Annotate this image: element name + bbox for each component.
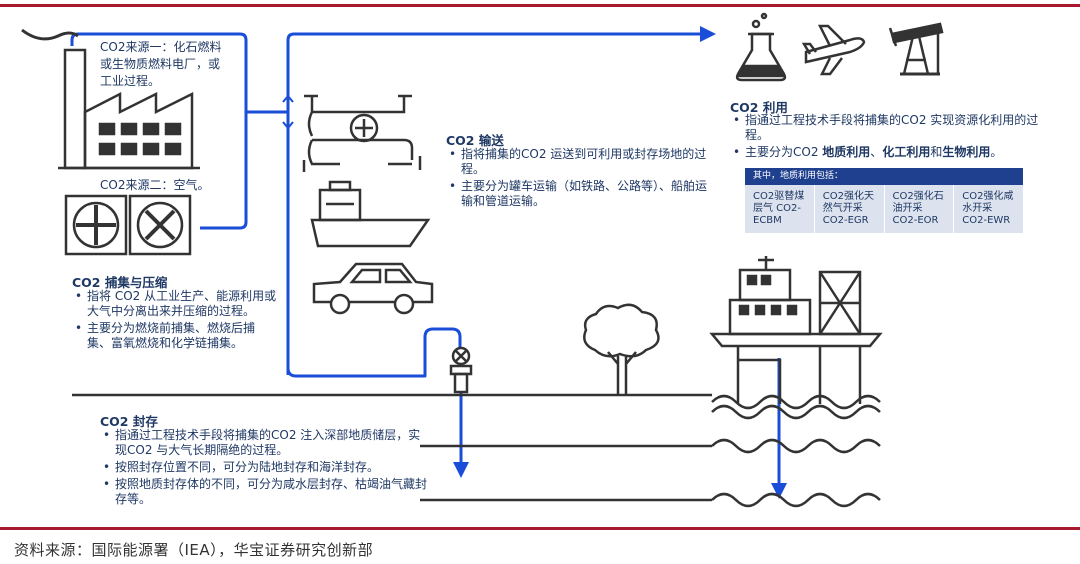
capture-bullets: 指将 CO2 从工业生产、能源利用或大气中分离出来并压缩的过程。 主要分为燃烧前… <box>72 289 278 353</box>
table-cell-ecbm: CO2驱替煤层气 CO2-ECBM <box>745 185 815 233</box>
table-cell-ewr: CO2强化咸水开采 CO2-EWR <box>962 191 1014 226</box>
capture-source1-line2: 或生物质燃料电厂，或 <box>100 57 221 71</box>
air-capture-fans-icon <box>64 194 192 256</box>
table-header: 其中，地质利用包括： <box>745 168 1023 185</box>
utilization-geological: 地质利用 <box>822 145 871 159</box>
utilization-end: 。 <box>990 145 1003 159</box>
utilization-bullet2-prefix: 主要分为CO2 <box>745 145 823 159</box>
flow-line-trunk <box>286 32 706 375</box>
utilization-bullet: 主要分为CO2 地质利用、化工利用和生物利用。 <box>730 145 1040 160</box>
source-footer: 资料来源：国际能源署（IEA），华宝证券研究创新部 <box>14 541 374 559</box>
factory-icon <box>21 28 200 170</box>
storage-arrow-onshore <box>453 462 469 478</box>
utilization-bullet: 指通过工程技术手段将捕集的CO2 实现资源化利用的过程。 <box>730 113 1040 143</box>
capture-title: CO2 捕集与压缩 <box>72 275 168 290</box>
ground-and-sea <box>72 393 881 508</box>
transport-title: CO2 输送 <box>446 133 504 148</box>
offshore-platform-icon <box>709 256 883 404</box>
sea-wave-3 <box>711 438 881 454</box>
capture-bullet: 主要分为燃烧前捕集、燃烧后捕集、富氧燃烧和化学链捕集。 <box>72 321 278 351</box>
flask-icon <box>735 12 787 82</box>
table-row: CO2驱替煤层气 CO2-ECBM CO2强化天然气开采 CO2-EGR CO2… <box>745 185 1023 233</box>
utilization-chemical: 化工利用 <box>882 145 931 159</box>
utilization-bullets: 指通过工程技术手段将捕集的CO2 实现资源化利用的过程。 主要分为CO2 地质利… <box>730 113 1040 162</box>
sea-wave-1 <box>711 394 881 410</box>
oil-pump-jack-icon <box>888 22 944 76</box>
sea-wave-4 <box>711 492 881 508</box>
utilization-sep2: 和 <box>930 145 943 159</box>
tree-icon <box>583 303 660 394</box>
transport-bullets: 指将捕集的CO2 运送到可利用或封存场地的过程。 主要分为罐车运输（如铁路、公路… <box>446 147 708 211</box>
storage-bullet: 指通过工程技术手段将捕集的CO2 注入深部地质储层，实现CO2 与大气长期隔绝的… <box>100 428 430 458</box>
storage-bullet: 按照地质封存体的不同，可分为咸水层封存、枯竭油气藏封存等。 <box>100 477 430 507</box>
top-rule <box>0 4 1080 7</box>
flow-line-source1 <box>70 32 248 112</box>
flow-lines <box>70 32 706 378</box>
capture-source1-line1: CO2来源一：化石燃料 <box>100 40 222 54</box>
flow-line-source2 <box>200 112 248 230</box>
car-icon <box>312 262 434 315</box>
storage-bullet: 按照封存位置不同，可分为陆地封存和海洋封存。 <box>100 460 430 475</box>
storage-bullets: 指通过工程技术手段将捕集的CO2 注入深部地质储层，实现CO2 与大气长期隔绝的… <box>100 428 430 509</box>
wellhead-icon <box>449 346 473 394</box>
capture-bullet: 指将 CO2 从工业生产、能源利用或大气中分离出来并压缩的过程。 <box>72 289 278 319</box>
table-cell-egr: CO2强化天然气开采 CO2-EGR <box>815 185 885 233</box>
junction-chevrons <box>282 94 294 130</box>
transport-bullet: 主要分为罐车运输（如铁路、公路等）、船舶运输和管道运输。 <box>446 179 708 209</box>
flow-line-bottom <box>286 327 462 378</box>
utilization-biological: 生物利用 <box>942 145 991 159</box>
storage-arrow-offshore <box>771 483 787 499</box>
utilization-sep1: 、 <box>870 145 883 159</box>
pipeline-icon <box>302 94 422 172</box>
storage-title: CO2 封存 <box>100 414 158 429</box>
capture-source2: CO2来源二：空气。 <box>100 178 210 192</box>
utilization-title: CO2 利用 <box>730 100 788 115</box>
transport-bullet: 指将捕集的CO2 运送到可利用或封存场地的过程。 <box>446 147 708 177</box>
ship-icon <box>310 180 431 248</box>
sea-wave-2 <box>711 404 881 420</box>
table-cell-eor: CO2强化石油开采 CO2-EOR <box>885 185 955 233</box>
geological-utilization-table: 其中，地质利用包括： CO2驱替煤层气 CO2-ECBM CO2强化天然气开采 … <box>745 168 1023 233</box>
airplane-icon <box>801 24 866 76</box>
bottom-rule <box>0 527 1080 530</box>
arrow-to-utilization <box>700 26 716 42</box>
capture-source1-line3: 工业过程。 <box>100 74 161 88</box>
